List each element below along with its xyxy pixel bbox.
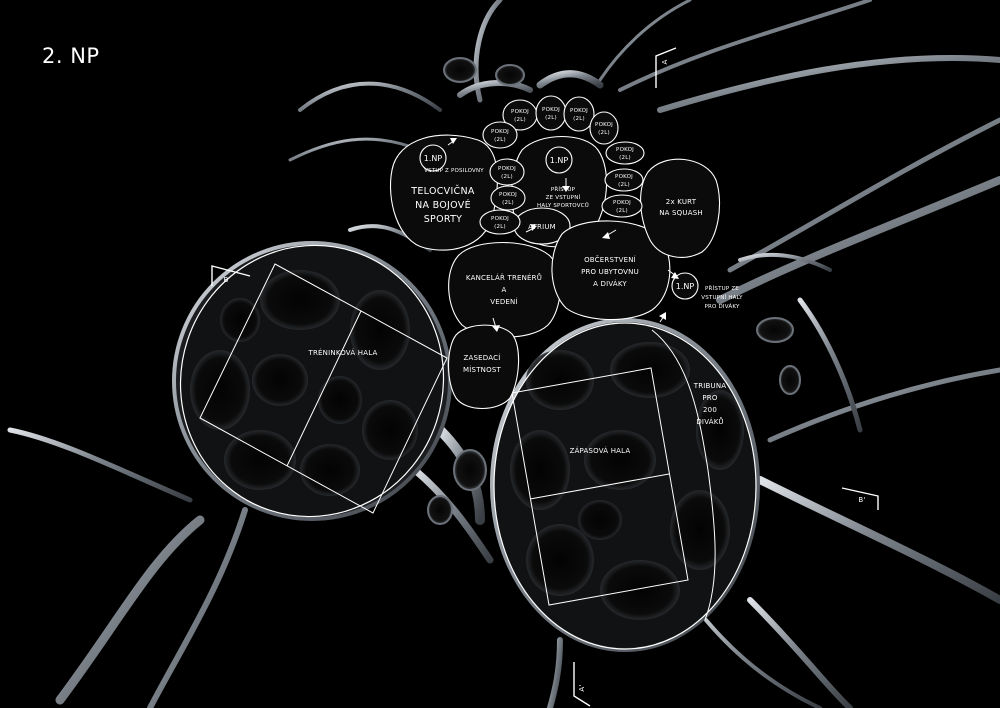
pokoj-label: (2L) xyxy=(501,174,513,180)
pokoj-label: POKOJ xyxy=(570,108,588,114)
zone-obcerstveni xyxy=(551,220,671,321)
pokoj-rooms xyxy=(479,95,645,235)
court-zapasova xyxy=(511,367,689,606)
pokoj-label: (2L) xyxy=(494,224,506,230)
central-access-label: PŘÍSTUP xyxy=(551,185,576,193)
court-treninkova xyxy=(199,263,448,514)
left-hall-holes xyxy=(190,270,418,496)
telocvicna-label: SPORTY xyxy=(424,214,463,225)
tribuna-label: DIVÁKŮ xyxy=(696,417,723,426)
pokoj-room xyxy=(482,121,518,149)
court-treninkova-midline xyxy=(286,310,362,467)
pokoj-label: (2L) xyxy=(502,200,514,206)
section-marker-b xyxy=(211,265,251,286)
zasedaci-label: ZASEDACÍ xyxy=(464,353,501,362)
zone-kancelar xyxy=(448,242,561,338)
section-a-label: A xyxy=(661,60,669,65)
atrium-label: ATRIUM xyxy=(528,223,556,231)
right-hall-holes xyxy=(510,342,744,620)
pokoj-label: POKOJ xyxy=(613,200,631,206)
floor-title: 2. NP xyxy=(42,44,100,68)
stair-circle-gym xyxy=(419,144,447,172)
section-marker-a xyxy=(655,47,677,88)
gym-entry-np-label: 1.NP xyxy=(424,154,443,163)
spectator-access-label: VSTUPNÍ HALY xyxy=(701,294,743,301)
room-labels: POKOJ (2L) POKOJ (2L) POKOJ (2L) POKOJ (… xyxy=(223,60,865,692)
pokoj-label: POKOJ xyxy=(498,166,516,172)
pokoj-label: POKOJ xyxy=(615,174,633,180)
court-zapasova-midline xyxy=(529,473,670,500)
kancelar-label: A xyxy=(502,286,507,294)
kancelar-label: KANCELÁŘ TRENÉRŮ xyxy=(466,273,542,282)
treninkova-hala-label: TRÉNINKOVÁ HALA xyxy=(308,348,378,357)
kancelar-label: VEDENÍ xyxy=(490,297,518,306)
pokoj-room xyxy=(535,95,567,131)
zone-zapasova-hala xyxy=(493,322,757,650)
central-access-label: ZE VSTUPNÍ xyxy=(546,194,581,201)
zone-treninkova-hala xyxy=(179,244,445,518)
stair-circle-central xyxy=(545,146,573,174)
pokoj-label: (2L) xyxy=(598,130,610,136)
obcerstveni-label: OBČERSTVENÍ xyxy=(584,255,636,264)
gym-entry-access-label: VSTUP Z POSILOVNY xyxy=(424,168,484,174)
section-b-label: B xyxy=(223,276,228,284)
pokoj-room xyxy=(604,168,644,192)
zapasova-hala-label: ZÁPASOVÁ HALA xyxy=(570,446,631,455)
pokoj-room xyxy=(605,141,645,165)
circulation-arrows xyxy=(447,138,679,332)
squash-label: 2x KURT xyxy=(666,198,697,206)
pokoj-label: POKOJ xyxy=(491,216,509,222)
pokoj-label: (2L) xyxy=(619,155,631,161)
pokoj-label: (2L) xyxy=(514,117,526,123)
pokoj-label: (2L) xyxy=(494,137,506,143)
zasedaci-label: MÍSTNOST xyxy=(463,365,501,374)
pokoj-label: POKOJ xyxy=(491,129,509,135)
tribuna-edge xyxy=(651,329,716,621)
obcerstveni-label: A DIVÁKY xyxy=(593,279,627,288)
pokoj-label: POKOJ xyxy=(542,107,560,113)
pokoj-label: (2L) xyxy=(616,208,628,214)
pokoj-label: POKOJ xyxy=(595,122,613,128)
pokoj-room xyxy=(490,185,526,211)
squash-label: NA SQUASH xyxy=(659,209,703,217)
spectator-access-label: PRO DIVÁKY xyxy=(704,303,739,310)
section-marker-b-prime xyxy=(841,487,879,510)
telocvicna-label: TELOCVIČNA xyxy=(410,185,475,197)
tribuna-label: 200 xyxy=(703,406,717,414)
pokoj-label: (2L) xyxy=(618,182,630,188)
spectator-access-label: PŘÍSTUP ZE xyxy=(705,284,739,292)
telocvicna-label: NA BOJOVÉ xyxy=(415,199,471,211)
central-np-label: 1.NP xyxy=(550,156,569,165)
spectator-np-label: 1.NP xyxy=(676,282,695,291)
pokoj-room xyxy=(589,111,619,145)
pokoj-room xyxy=(479,209,521,235)
pokoj-room xyxy=(563,96,595,132)
pokoj-label: POKOJ xyxy=(511,109,529,115)
obcerstveni-label: PRO UBYTOVNU xyxy=(581,268,639,276)
pokoj-room xyxy=(489,158,525,186)
pokoj-room xyxy=(601,194,643,218)
pokoj-label: (2L) xyxy=(573,116,585,122)
section-a-prime-label: A' xyxy=(578,684,586,691)
section-marker-a-prime xyxy=(573,662,591,707)
pokoj-label: POKOJ xyxy=(616,147,634,153)
zone-squash xyxy=(640,158,721,258)
pokoj-label: POKOJ xyxy=(499,192,517,198)
stair-circle-spectators xyxy=(671,272,699,300)
tribuna-label: PRO xyxy=(702,394,717,402)
tribuna-label: TRIBUNA xyxy=(693,382,727,390)
pokoj-label: (2L) xyxy=(545,115,557,121)
central-access-label: HALY SPORTOVCŮ xyxy=(537,202,589,209)
section-b-prime-label: B' xyxy=(858,496,865,504)
